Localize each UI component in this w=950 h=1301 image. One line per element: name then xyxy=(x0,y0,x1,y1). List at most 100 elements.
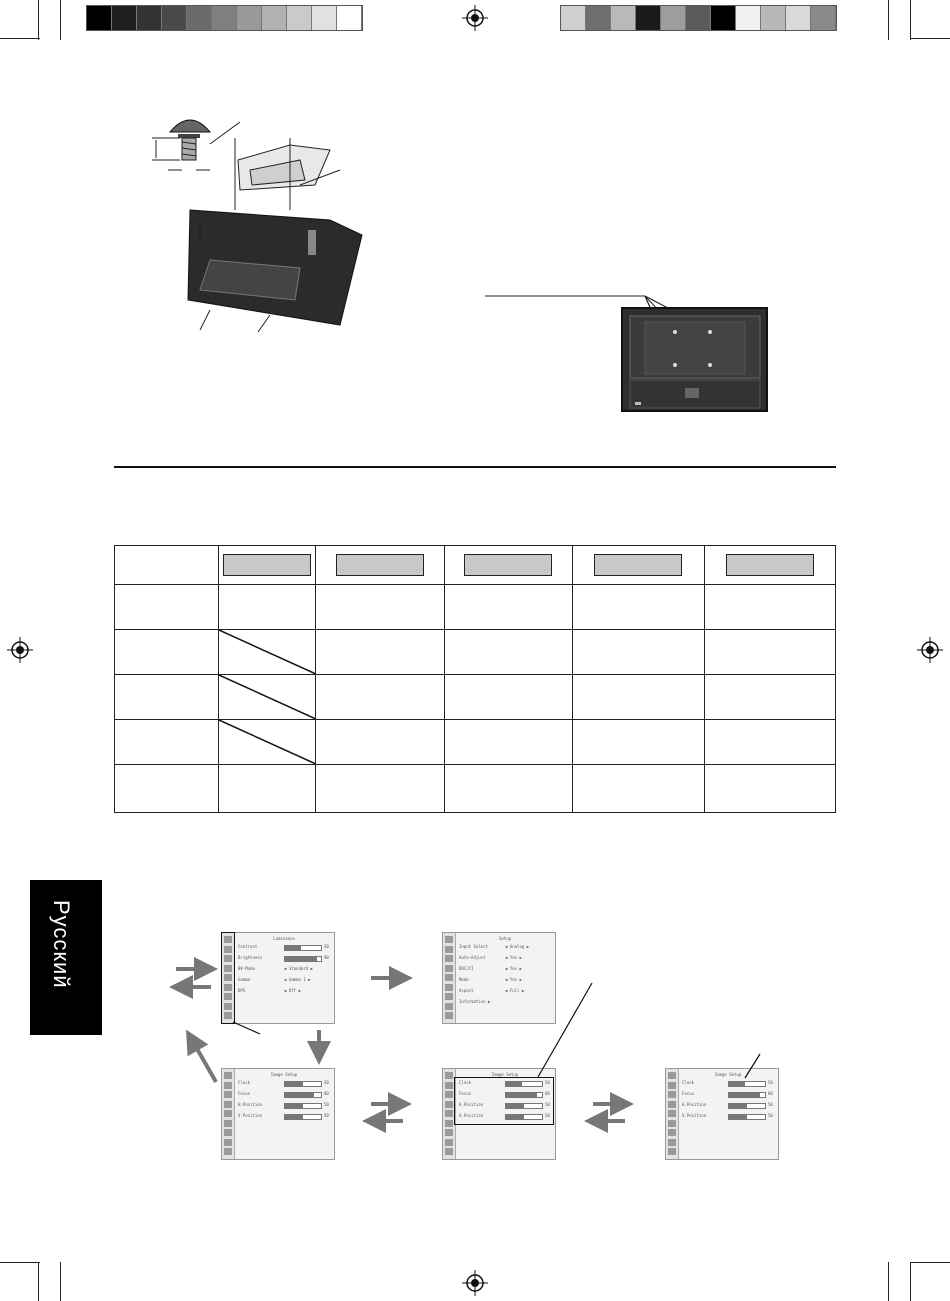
osd-row-label: Mode xyxy=(459,977,469,982)
osd-menu-icon xyxy=(224,983,232,991)
osd-row-label: Focus xyxy=(459,1091,472,1096)
stand-removal-illustration xyxy=(152,119,363,333)
color-swatch xyxy=(87,6,112,30)
osd-slider-fill xyxy=(729,1082,746,1086)
color-swatch xyxy=(237,6,262,30)
osd-row-label: Information ▶ xyxy=(459,999,491,1004)
table-header-cell xyxy=(217,545,317,585)
osd-menu-icon xyxy=(224,1072,232,1079)
crop-mark xyxy=(60,0,61,40)
osd-slider xyxy=(728,1103,766,1109)
language-tab-label: Русский xyxy=(49,900,74,989)
osd-menu-icon xyxy=(668,1072,676,1079)
osd-row-value: 50 xyxy=(545,1113,550,1118)
highlight-box-icon-column xyxy=(221,932,235,1024)
osd-row-value: 50 xyxy=(768,1080,773,1085)
table-header-cell xyxy=(443,545,574,585)
osd-menu-icon xyxy=(445,945,453,953)
osd-menu-icon xyxy=(224,1012,232,1019)
osd-row-value: 50 xyxy=(768,1102,773,1107)
table-row xyxy=(114,584,837,630)
registration-target-top xyxy=(462,5,488,31)
crop-mark xyxy=(38,1262,39,1301)
osd-menu-icon xyxy=(445,1100,453,1108)
color-swatch xyxy=(686,6,711,30)
osd-row-label: V.Position xyxy=(238,1113,263,1118)
osd-row-value: ◀ Off ▶ xyxy=(284,988,301,993)
osd-row-value: 50 xyxy=(324,944,329,949)
osd-menu-icon xyxy=(668,1119,676,1127)
osd-menu-icon xyxy=(445,1002,453,1010)
osd-slider xyxy=(284,1081,322,1087)
color-swatch xyxy=(162,6,187,30)
osd-slider-fill xyxy=(506,1115,524,1119)
table-header-cell xyxy=(703,545,837,585)
crop-mark xyxy=(60,1262,61,1301)
osd-menu-icon xyxy=(445,1138,453,1146)
osd-menu-icon xyxy=(224,1100,232,1108)
osd-menu-icon xyxy=(224,974,232,981)
osd-slider-fill xyxy=(729,1115,747,1119)
table-row xyxy=(114,764,837,813)
table-row xyxy=(114,674,837,720)
osd-menu-icon xyxy=(668,1100,676,1108)
color-swatch xyxy=(187,6,212,30)
osd-menu-icon xyxy=(445,1119,453,1127)
osd-icon-column xyxy=(666,1069,679,1159)
osd-slider xyxy=(284,1103,322,1109)
color-swatch xyxy=(262,6,287,30)
osd-row-value: 80 xyxy=(768,1091,773,1096)
osd-menu-icon xyxy=(668,1129,676,1136)
osd-title: Image Setup xyxy=(270,1072,298,1077)
osd-slider-fill xyxy=(285,1082,303,1086)
osd-row-value: 50 xyxy=(768,1113,773,1118)
osd-menu-icon xyxy=(224,1002,232,1010)
osd-menu-icon xyxy=(224,955,232,962)
osd-menu-icon xyxy=(224,964,232,972)
crop-mark xyxy=(888,0,889,40)
osd-slider xyxy=(728,1092,766,1098)
osd-slider-fill xyxy=(285,1115,303,1119)
osd-menu-icon xyxy=(668,1148,676,1155)
osd-row-label: V.Position xyxy=(459,1113,484,1118)
osd-row-label: DDC/CI xyxy=(459,966,474,971)
osd-menu-icon xyxy=(445,936,453,943)
osd-slider xyxy=(284,945,322,951)
osd-row-label: BV-Mode xyxy=(238,966,255,971)
osd-slider-fill xyxy=(729,1093,760,1097)
color-swatch xyxy=(312,6,337,30)
osd-slider xyxy=(284,1092,322,1098)
color-strip-left xyxy=(86,5,363,31)
osd-row-label: Clock xyxy=(459,1080,472,1085)
osd-menu-icon xyxy=(445,993,453,1000)
osd-slider-fill xyxy=(506,1093,537,1097)
osd-row-value: ◀ Analog ▶ xyxy=(505,944,530,949)
crop-mark xyxy=(910,0,911,40)
osd-menu-icon xyxy=(445,955,453,962)
color-swatch xyxy=(212,6,237,30)
color-swatch xyxy=(137,6,162,30)
color-swatch xyxy=(661,6,686,30)
osd-row-label: Aspect xyxy=(459,988,474,993)
osd-menu-icon xyxy=(668,1081,676,1089)
osd-menu-icon xyxy=(668,1138,676,1146)
osd-row-value: 50 xyxy=(324,1102,329,1107)
color-swatch xyxy=(786,6,811,30)
osd-slider xyxy=(284,956,322,962)
crop-mark xyxy=(910,38,950,39)
osd-menu-icon xyxy=(445,1110,453,1117)
osd-row-value: ◀ Gamma 1 ▶ xyxy=(284,977,311,982)
color-swatch xyxy=(636,6,661,30)
color-swatch xyxy=(561,6,586,30)
osd-slider-fill xyxy=(285,957,318,961)
osd-menu-icon xyxy=(224,1119,232,1127)
osd-row-label: Gamma xyxy=(238,977,251,982)
color-swatch xyxy=(811,6,836,30)
osd-slider xyxy=(505,1114,543,1120)
osd-icon-column xyxy=(443,1069,456,1159)
osd-menu-icon xyxy=(224,993,232,1000)
osd-row-label: Focus xyxy=(238,1091,251,1096)
osd-row-label: Clock xyxy=(238,1080,251,1085)
osd-row-value: ◀ Full ▶ xyxy=(505,988,525,993)
